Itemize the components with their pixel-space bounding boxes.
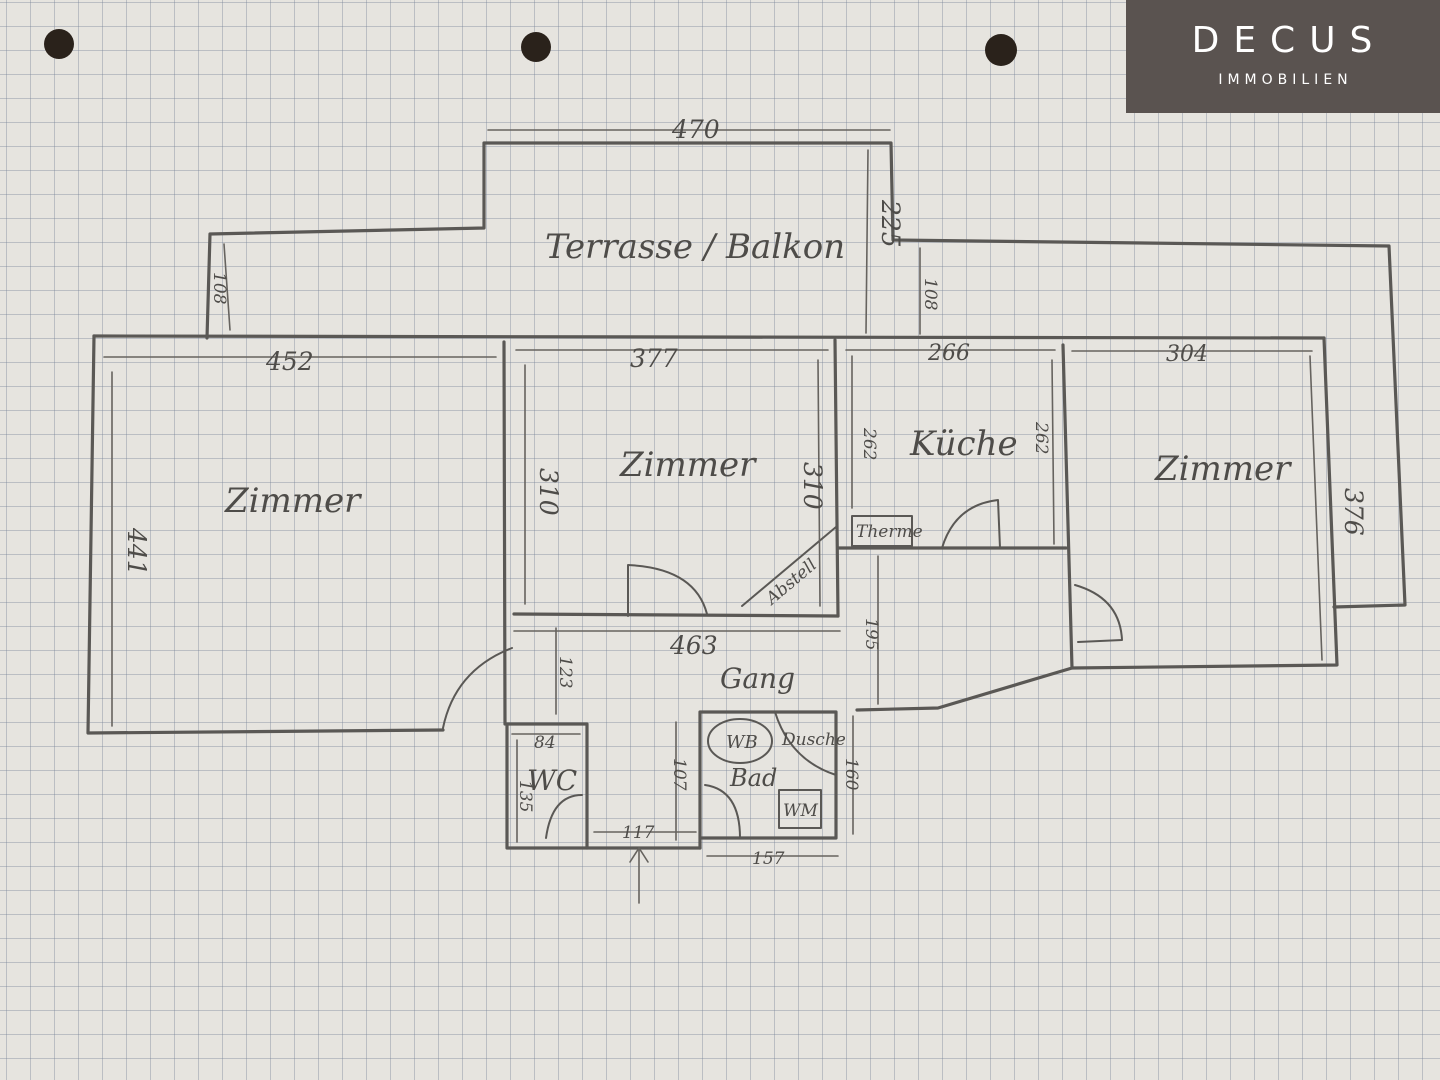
dim-kueche-depth-right: 262 — [1031, 421, 1051, 454]
label-wc: WC — [527, 764, 577, 797]
label-zimmer-middle: Zimmer — [619, 445, 757, 485]
shower-curve — [774, 711, 837, 776]
building-top-wall — [92, 334, 1326, 340]
label-dusche: Dusche — [781, 730, 846, 750]
logo-brand: DECUS — [1191, 20, 1387, 61]
wall-mid-gang — [512, 612, 840, 618]
door-bad — [704, 784, 741, 839]
dim-terrace-left: 108 — [209, 272, 229, 305]
punch-hole — [521, 32, 551, 62]
dim-gang-depth-right: 195 — [861, 618, 881, 650]
door-zimmer-right — [1074, 584, 1123, 643]
dimension-lines — [103, 129, 1323, 904]
label-kueche: Küche — [909, 424, 1018, 464]
wb-oval — [707, 718, 773, 764]
door-zimmer-left — [442, 647, 513, 729]
label-wb: WB — [726, 732, 758, 753]
wall-mid-kueche — [833, 338, 840, 618]
therme-box — [851, 515, 913, 547]
dim-entry-width: 117 — [622, 823, 655, 843]
dim-bad-depth: 160 — [841, 758, 861, 791]
dim-kueche-depth-left: 262 — [859, 427, 879, 460]
dim-gang-depth-left: 123 — [555, 656, 575, 688]
building-right-wall — [855, 336, 1339, 712]
bad-outline — [698, 710, 838, 850]
dim-zimmer-mid-width: 377 — [630, 344, 678, 373]
door-zimmer-mid — [627, 564, 708, 617]
dim-zimmer-mid-depth-right: 310 — [798, 462, 827, 510]
dim-wc-depth: 135 — [515, 780, 535, 812]
dim-entry-depth: 107 — [669, 758, 689, 791]
decus-logo: DECUS IMMOBILIEN — [1126, 0, 1440, 113]
dim-terrace-width: 470 — [671, 115, 720, 144]
label-wm: WM — [783, 801, 818, 821]
walls — [86, 141, 1407, 850]
dim-zimmer-left-depth: 441 — [122, 527, 151, 576]
dim-bad-width: 157 — [752, 849, 785, 869]
dim-terrace-right: 108 — [920, 278, 940, 311]
terrace-outline — [205, 141, 1407, 609]
label-therme: Therme — [856, 522, 923, 542]
wall-zimmer-left-mid — [502, 340, 507, 726]
label-zimmer-right: Zimmer — [1154, 449, 1292, 489]
label-gang: Gang — [720, 662, 795, 695]
wm-box — [778, 789, 822, 829]
door-kueche — [941, 499, 1001, 549]
punch-hole — [44, 29, 74, 59]
dim-zimmer-right-width: 304 — [1166, 342, 1208, 367]
dim-terrace-depth: 225 — [876, 199, 905, 248]
doors — [442, 499, 1123, 839]
punch-hole — [985, 34, 1017, 66]
abstell-diagonal — [741, 526, 837, 607]
dim-kueche-width: 266 — [927, 341, 970, 366]
dim-gang-width: 463 — [669, 631, 718, 660]
label-zimmer-left: Zimmer — [224, 481, 362, 521]
logo-sub: IMMOBILIEN — [1218, 72, 1353, 88]
entry-arrow-icon — [629, 846, 649, 863]
fixtures — [707, 515, 913, 829]
label-bad: Bad — [729, 764, 777, 792]
building-left-wall — [86, 334, 445, 735]
dim-zimmer-mid-depth-left: 310 — [534, 468, 563, 516]
dim-zimmer-right-depth: 376 — [1339, 488, 1368, 536]
label-terrace: Terrasse / Balkon — [545, 227, 845, 267]
wall-kueche-right — [1061, 343, 1074, 670]
door-wc — [545, 794, 583, 839]
dim-zimmer-left-width: 452 — [265, 347, 314, 376]
dim-wc-width: 84 — [534, 733, 556, 753]
